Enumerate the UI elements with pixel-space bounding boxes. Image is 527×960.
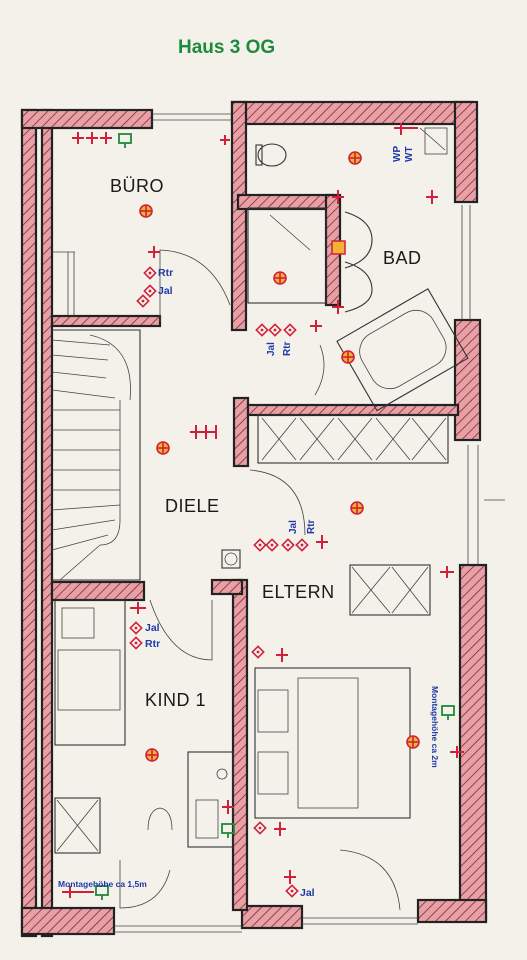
room-label-bad: BAD [383,248,422,268]
light-bad-upper [348,151,362,165]
room-label-buero: BÜRO [110,176,164,196]
doors [119,249,401,911]
room-label-kind-1: KIND 1 [145,690,206,710]
light-bad-lower [341,350,355,364]
label-wp: WP [392,146,403,162]
plan-title: Haus 3 OG [178,37,275,58]
label-rtr-eltern: Rtr [306,519,317,534]
light-diele [156,441,170,455]
bedroom-furniture [54,414,449,854]
light-kind [145,748,159,762]
light-eltern [406,735,420,749]
staircase [51,329,141,581]
room-label-eltern: ELTERN [262,582,335,602]
light-buero [139,204,153,218]
light-eltern-upper [350,501,364,515]
room-label-diele: DIELE [165,496,220,516]
sockets [62,123,464,898]
label-jal-bad: Jal [266,342,277,356]
label-wt: WT [404,146,415,162]
label-jal-eltern: Jal [288,520,299,534]
label-jal-kind: Jal [145,622,160,634]
label-rtr-bad: Rtr [282,341,293,356]
note-montage-2m: Montagehöhe ca 2m [430,686,440,768]
label-rtr-buero: Rtr [158,267,173,279]
label-jal-buero: Jal [158,285,173,297]
mirror-light [331,240,346,255]
bathroom-fixtures [247,127,469,412]
label-rtr-kind: Rtr [145,638,160,650]
light-shower [273,271,287,285]
data-outlet-buero [118,133,132,149]
walls [20,100,488,938]
ceiling-lights [139,151,420,762]
note-montage-1-5m: Montagehöhe ca 1,5m [58,879,147,889]
windows [52,113,505,933]
label-jal-eltern-lower: Jal [300,887,315,899]
data-outlet-eltern [441,705,455,721]
